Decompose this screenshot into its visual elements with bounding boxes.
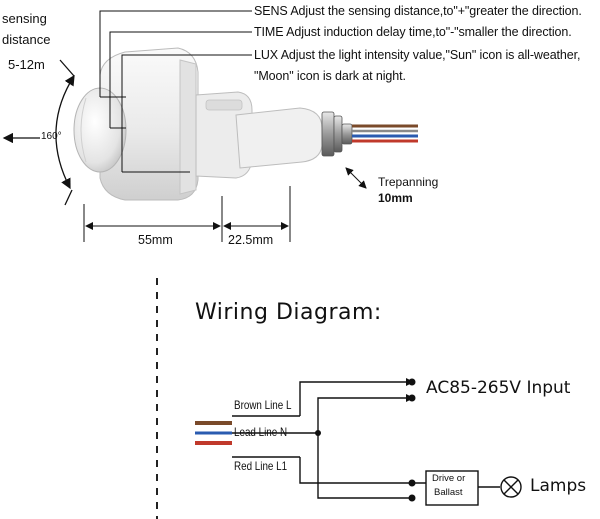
length-neck: 22.5mm [228,233,274,247]
time-description: TIME Adjust induction delay time,to"-"sm… [254,25,572,39]
sensing-range: 5-12m [8,57,45,72]
sensor-illustration [73,47,418,201]
dimension-lines [83,167,367,242]
lux-description-1: LUX Adjust the light intensity value,"Su… [254,48,581,62]
drive-label-2: Ballast [434,487,463,498]
drive-label-1: Drive or [432,473,466,484]
distance-label: distance [2,32,51,47]
length-body: 55mm [138,233,173,247]
input-arrows [406,378,414,402]
wiring-title: Wiring Diagram: [195,300,382,325]
sensing-label: sensing [2,11,47,26]
lead-line-label: Lead Line N [234,425,288,439]
angle-indicator [2,59,75,206]
wiring-diagram [195,381,522,506]
leader-lines [99,10,252,173]
angle-label: 160° [41,131,62,142]
red-line-label: Red Line L1 [234,459,288,473]
lux-description-2: "Moon" icon is dark at night. [254,69,406,83]
brown-line-label: Brown Line L [234,398,292,412]
trepanning-label: Trepanning [378,175,439,189]
trepanning-size: 10mm [378,191,413,205]
input-label: AC85-265V Input [426,378,571,398]
sens-description: SENS Adjust the sensing distance,to"+"gr… [254,4,582,18]
lamps-label: Lamps [530,476,587,496]
